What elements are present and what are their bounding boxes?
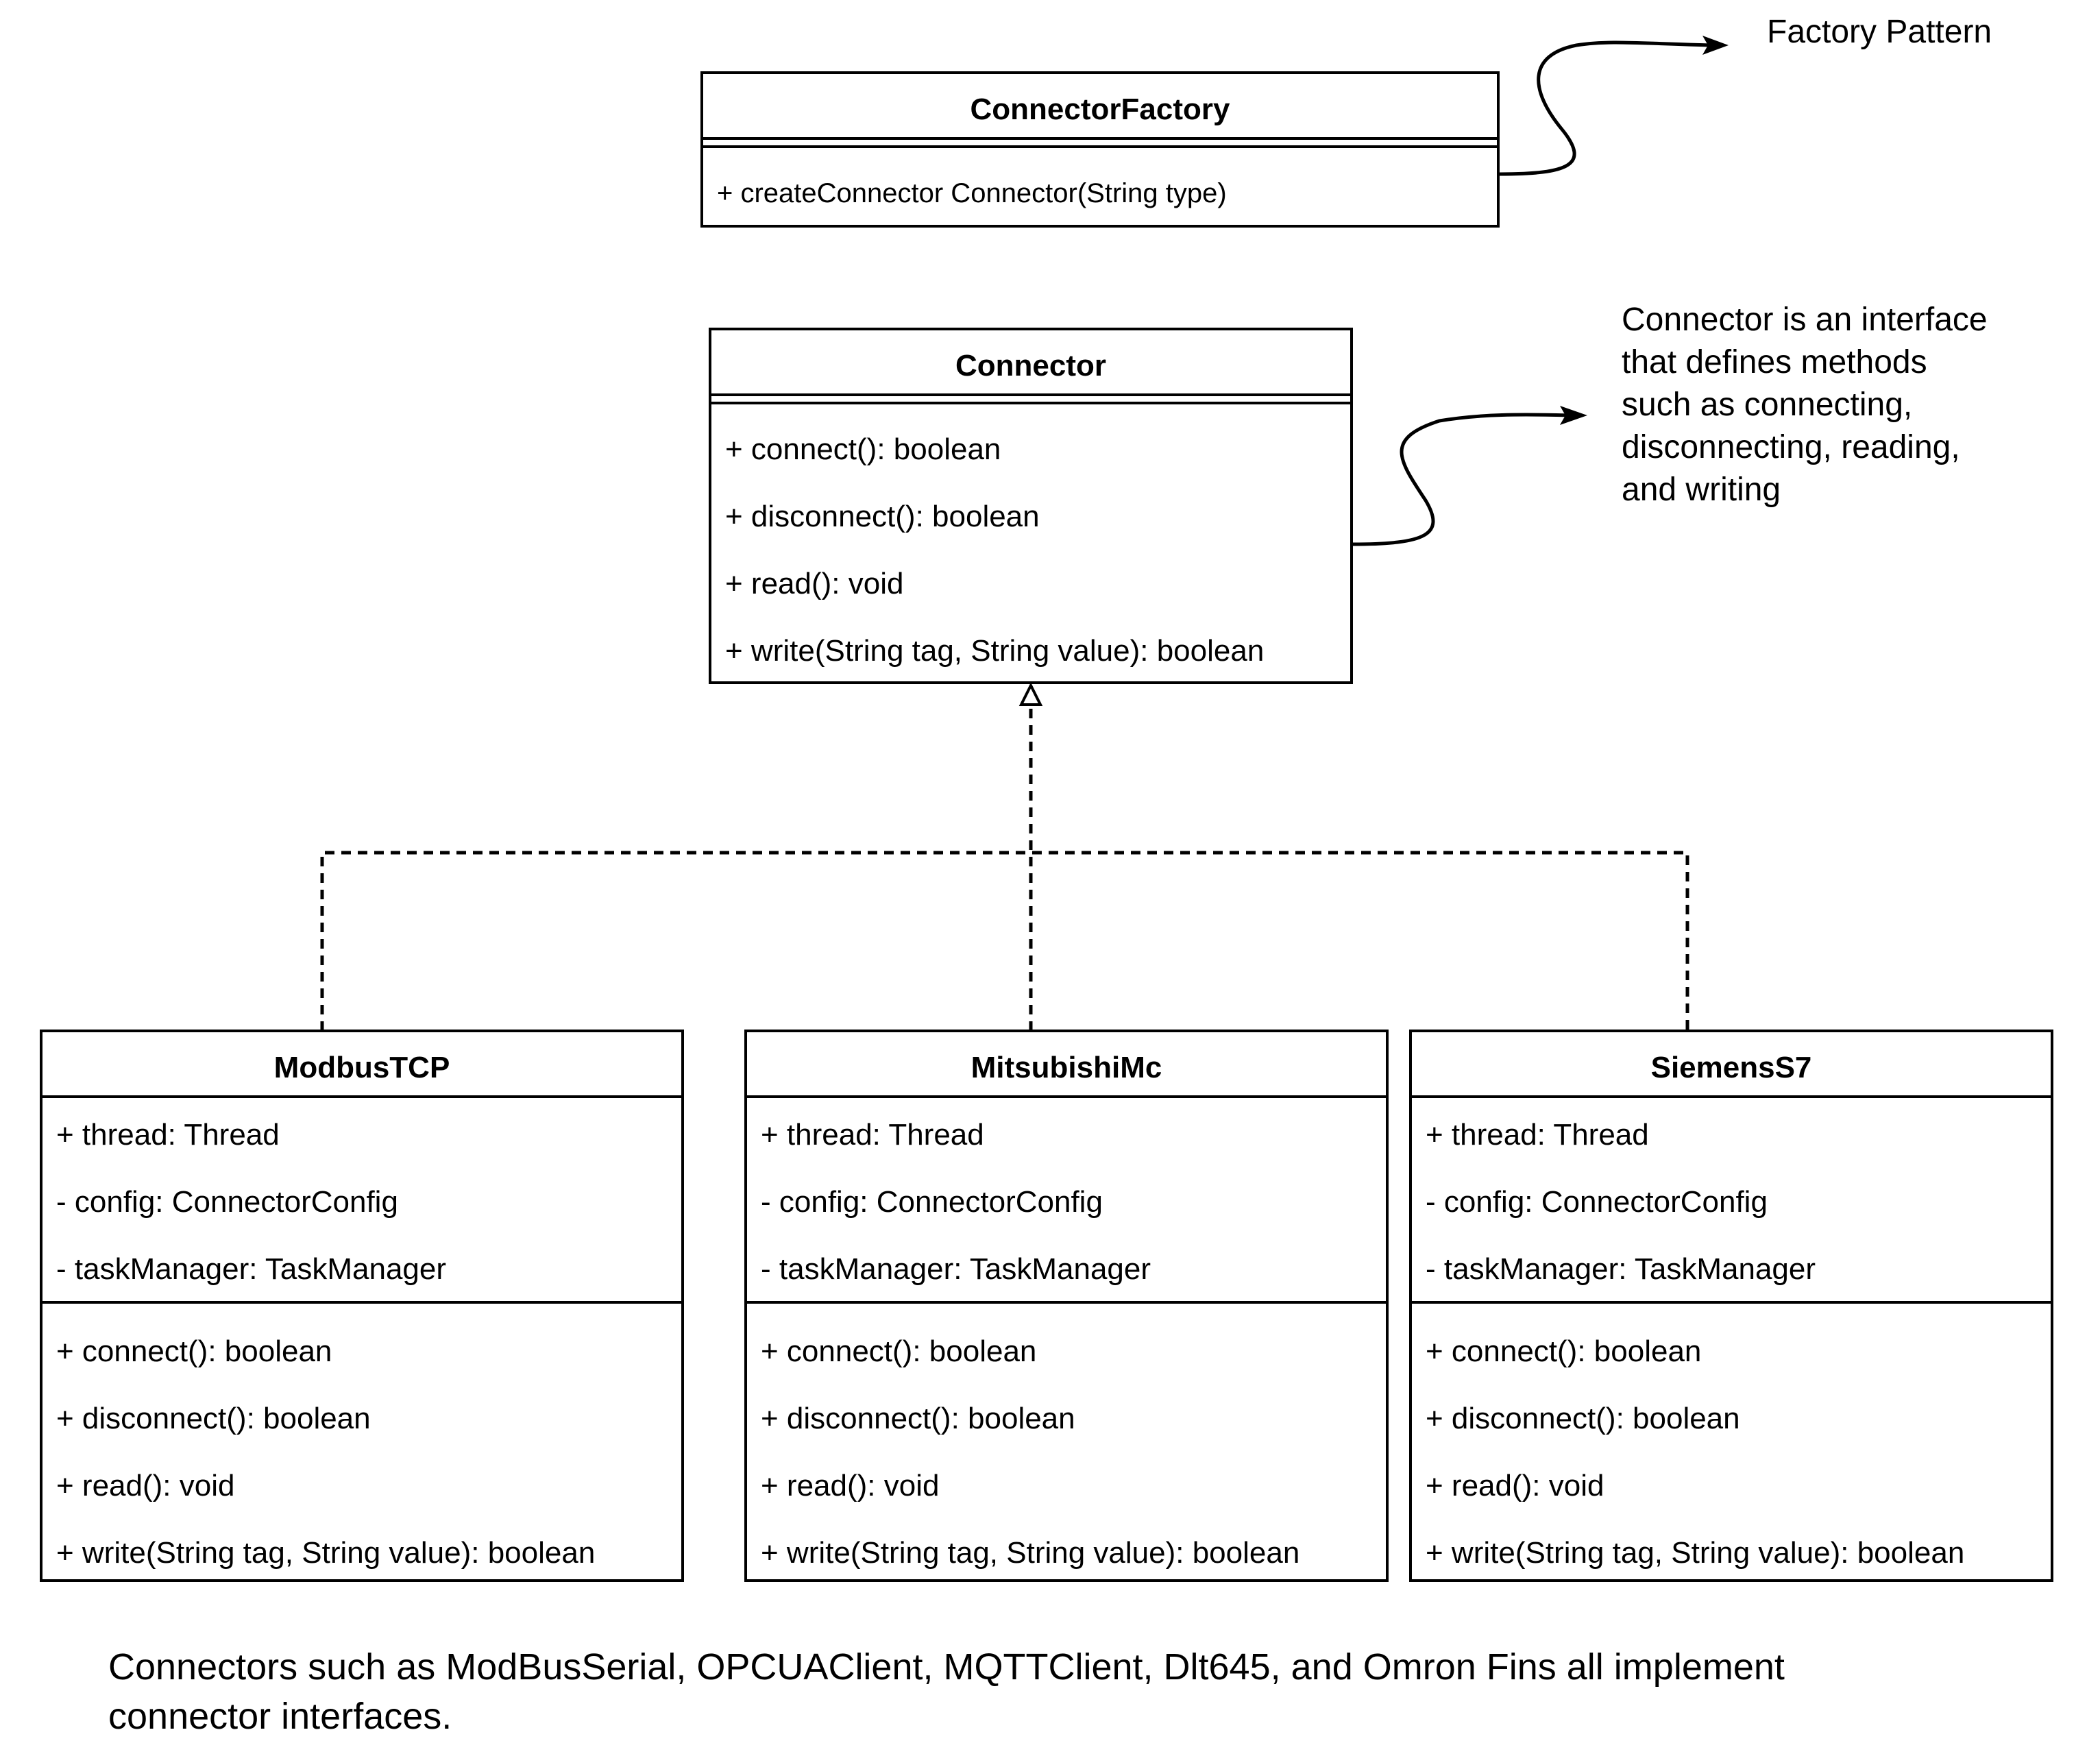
- class-attribute: - taskManager: TaskManager: [761, 1252, 1151, 1286]
- connector-note-connector: [1352, 413, 1570, 546]
- class-attribute: - config: ConnectorConfig: [56, 1185, 398, 1219]
- class-method: + createConnector Connector(String type): [717, 178, 1227, 208]
- class-method: + disconnect(): boolean: [56, 1402, 371, 1435]
- class-method: + write(String tag, String value): boole…: [1426, 1536, 1965, 1570]
- class-attribute: + thread: Thread: [761, 1118, 984, 1152]
- note-line: that defines methods: [1622, 344, 1927, 380]
- class-method: + disconnect(): boolean: [761, 1402, 1075, 1435]
- class-method: + connect(): boolean: [56, 1335, 332, 1368]
- class-method: + read(): void: [56, 1469, 235, 1502]
- mitsubishimc-class: MitsubishiMc + thread: Thread - config: …: [744, 1030, 1389, 1582]
- class-name: Connector: [955, 349, 1106, 382]
- factory-note-arrowhead: [1702, 36, 1729, 55]
- connector-factory-class: ConnectorFactory + createConnector Conne…: [700, 71, 1500, 228]
- class-method: + write(String tag, String value): boole…: [725, 634, 1265, 668]
- divider: [747, 1301, 1386, 1304]
- note-line: such as connecting,: [1622, 387, 1913, 423]
- connector-note-arrowhead: [1560, 406, 1587, 425]
- divider: [42, 1095, 681, 1098]
- class-method: + connect(): boolean: [761, 1335, 1037, 1368]
- connector-interface-note: Connector is an interface that defines m…: [1622, 299, 1988, 511]
- class-name: SiemensS7: [1650, 1051, 1812, 1084]
- factory-pattern-note: Factory Pattern: [1767, 14, 1992, 50]
- realization-lines: [320, 705, 1689, 1031]
- note-line: Connector is an interface: [1622, 302, 1988, 338]
- class-attribute: - config: ConnectorConfig: [761, 1185, 1103, 1219]
- divider: [747, 1095, 1386, 1098]
- class-method: + read(): void: [761, 1469, 940, 1502]
- factory-note-connector: [1499, 40, 1714, 176]
- class-method: + connect(): boolean: [1426, 1335, 1702, 1368]
- class-attribute: + thread: Thread: [56, 1118, 280, 1152]
- connector-interface: Connector + connect(): boolean + disconn…: [709, 328, 1353, 684]
- divider: [711, 393, 1350, 396]
- note-line: and writing: [1622, 472, 1781, 508]
- class-method: + write(String tag, String value): boole…: [56, 1536, 596, 1570]
- class-method: + read(): void: [1426, 1469, 1604, 1502]
- divider: [711, 402, 1350, 404]
- note-line: Connectors such as ModBusSerial, OPCUACl…: [108, 1646, 1785, 1688]
- class-attribute: - config: ConnectorConfig: [1426, 1185, 1768, 1219]
- class-method: + read(): void: [725, 567, 904, 600]
- class-attribute: + thread: Thread: [1426, 1118, 1649, 1152]
- class-name: ConnectorFactory: [970, 93, 1230, 126]
- divider: [1412, 1095, 2051, 1098]
- class-attribute: - taskManager: TaskManager: [56, 1252, 447, 1286]
- divider: [703, 145, 1497, 148]
- class-attribute: - taskManager: TaskManager: [1426, 1252, 1816, 1286]
- divider: [703, 137, 1497, 140]
- class-method: + write(String tag, String value): boole…: [761, 1536, 1300, 1570]
- class-method: + connect(): boolean: [725, 433, 1001, 466]
- realization-arrowhead: [1018, 682, 1043, 706]
- class-name: ModbusTCP: [273, 1051, 450, 1084]
- siemenss7-class: SiemensS7 + thread: Thread - config: Con…: [1409, 1030, 2053, 1582]
- note-line: connector interfaces.: [108, 1696, 452, 1737]
- divider: [1412, 1301, 2051, 1304]
- divider: [42, 1301, 681, 1304]
- modbustcp-class: ModbusTCP + thread: Thread - config: Con…: [40, 1030, 684, 1582]
- class-name: MitsubishiMc: [970, 1051, 1162, 1084]
- class-method: + disconnect(): boolean: [725, 500, 1040, 533]
- footer-note: Connectors such as ModBusSerial, OPCUACl…: [108, 1642, 1785, 1741]
- class-method: + disconnect(): boolean: [1426, 1402, 1740, 1435]
- note-line: disconnecting, reading,: [1622, 429, 1960, 465]
